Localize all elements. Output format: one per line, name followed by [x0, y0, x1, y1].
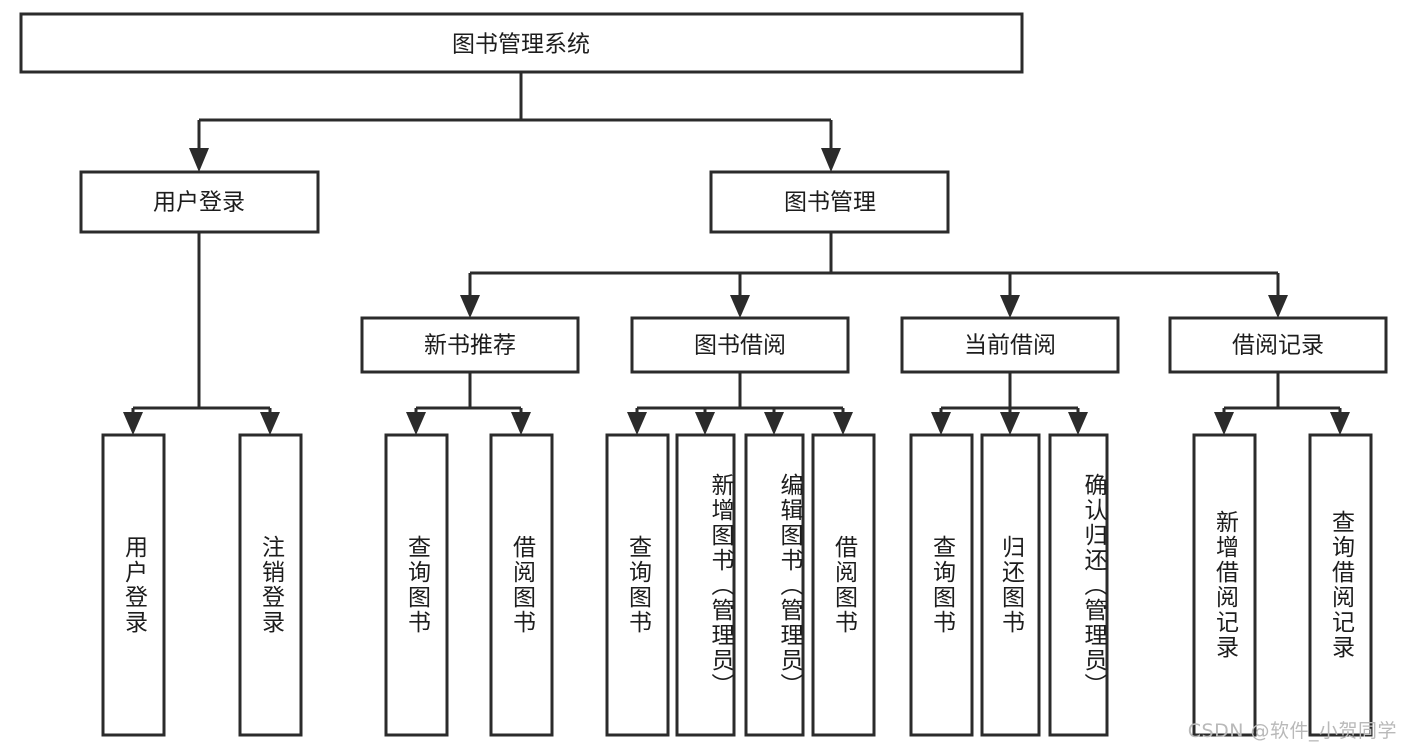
- node-leaf-user-login-box[interactable]: [101, 433, 166, 737]
- node-leaf-query-book-1-box[interactable]: [384, 433, 449, 737]
- node-book-management[interactable]: 图书管理: [709, 170, 950, 234]
- arrow-leaf-query-record-icon: [1330, 412, 1350, 435]
- node-leaf-confirm-return-box[interactable]: [1048, 433, 1109, 737]
- node-leaf-borrow-book-1-box[interactable]: [489, 433, 554, 737]
- arrow-to-borrow-record-icon: [1268, 295, 1288, 318]
- node-leaf-return-book-box[interactable]: [980, 433, 1041, 737]
- node-root-label: 图书管理系统: [452, 32, 590, 58]
- node-new-book-recommend-box[interactable]: [360, 316, 580, 374]
- node-book-borrow-label: 图书借阅: [694, 333, 786, 359]
- node-new-book-recommend-label: 新书推荐: [424, 333, 516, 359]
- arrow-leaf-borrow-book-1-icon: [511, 412, 531, 435]
- arrow-leaf-borrow-book-2-icon: [833, 412, 853, 435]
- node-current-borrow-box[interactable]: [900, 316, 1120, 374]
- node-leaf-query-record-box[interactable]: [1308, 433, 1373, 737]
- arrow-to-user-login-icon: [189, 148, 209, 172]
- node-current-borrow[interactable]: 当前借阅: [900, 316, 1120, 374]
- node-user-login-label: 用户登录: [153, 190, 245, 216]
- arrow-leaf-query-book-1-icon: [406, 412, 426, 435]
- leaf-box-group: [101, 433, 1373, 737]
- arrow-to-new-book-icon: [460, 295, 480, 318]
- node-user-login-box[interactable]: [79, 170, 320, 234]
- node-book-management-box[interactable]: [709, 170, 950, 234]
- node-leaf-add-book-box[interactable]: [675, 433, 736, 737]
- node-leaf-user-logout-box[interactable]: [238, 433, 303, 737]
- node-leaf-query-book-3-box[interactable]: [909, 433, 974, 737]
- node-root-box[interactable]: [19, 12, 1024, 74]
- node-current-borrow-label: 当前借阅: [964, 333, 1056, 359]
- arrow-leaf-query-book-2-icon: [627, 412, 647, 435]
- node-root[interactable]: 图书管理系统: [19, 12, 1024, 74]
- csdn-watermark: CSDN @软件_小贺同学: [1187, 720, 1397, 742]
- arrow-leaf-add-book-icon: [695, 412, 715, 435]
- edge-group: [123, 72, 1350, 435]
- arrow-to-book-management-icon: [821, 148, 841, 172]
- node-borrow-record-label: 借阅记录: [1232, 333, 1324, 359]
- node-leaf-edit-book-box[interactable]: [744, 433, 805, 737]
- arrow-leaf-add-record-icon: [1214, 412, 1234, 435]
- node-leaf-borrow-book-2-box[interactable]: [811, 433, 876, 737]
- arrow-leaf-confirm-return-icon: [1068, 412, 1088, 435]
- arrow-to-book-borrow-icon: [730, 295, 750, 318]
- node-book-borrow[interactable]: 图书借阅: [630, 316, 850, 374]
- node-leaf-query-book-2-box[interactable]: [605, 433, 670, 737]
- arrow-leaf-user-logout-icon: [260, 412, 280, 435]
- arrow-leaf-edit-book-icon: [764, 412, 784, 435]
- node-borrow-record-box[interactable]: [1168, 316, 1388, 374]
- node-user-login[interactable]: 用户登录: [79, 170, 320, 234]
- node-leaf-add-record-box[interactable]: [1192, 433, 1257, 737]
- node-book-borrow-box[interactable]: [630, 316, 850, 374]
- arrow-leaf-user-login-icon: [123, 412, 143, 435]
- arrow-to-current-borrow-icon: [1000, 295, 1020, 318]
- node-borrow-record[interactable]: 借阅记录: [1168, 316, 1388, 374]
- arrow-leaf-query-book-3-icon: [931, 412, 951, 435]
- node-book-management-label: 图书管理: [784, 190, 876, 216]
- node-new-book-recommend[interactable]: 新书推荐: [360, 316, 580, 374]
- arrow-leaf-return-book-icon: [1000, 412, 1020, 435]
